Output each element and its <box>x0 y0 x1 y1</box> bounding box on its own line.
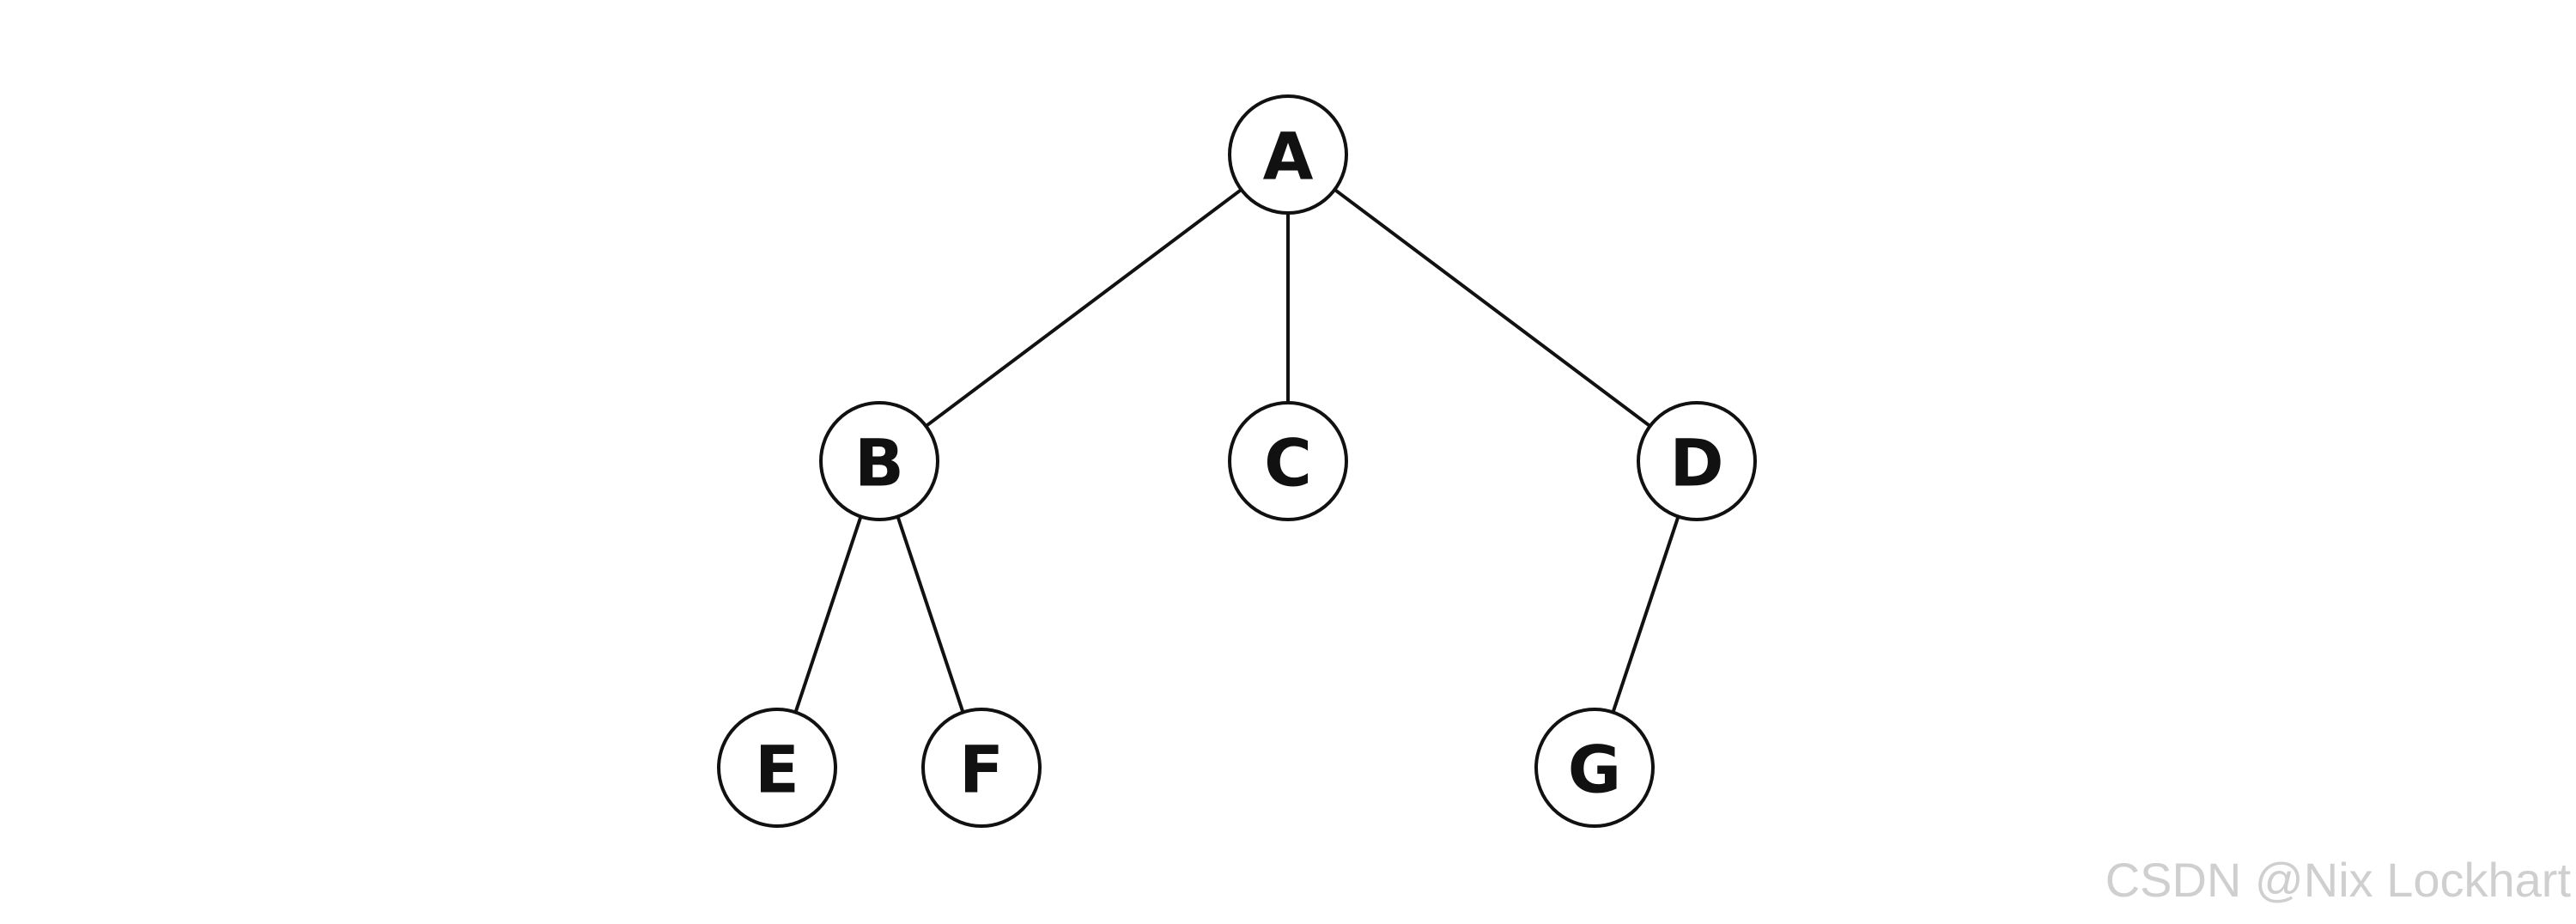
node-d: D <box>1637 401 1757 521</box>
node-circle <box>819 401 939 521</box>
node-label: F <box>959 732 1004 808</box>
node-circle <box>1534 708 1655 828</box>
node-layer: A B C D E F G <box>717 94 1757 828</box>
node-e: E <box>717 708 837 828</box>
node-circle <box>1228 94 1348 215</box>
node-f: F <box>921 708 1042 828</box>
edge-a-d <box>1334 188 1651 428</box>
node-c: C <box>1228 401 1348 521</box>
node-a: A <box>1228 94 1348 215</box>
edge-b-f <box>896 515 965 714</box>
edge-layer <box>793 188 1680 714</box>
edge-d-g <box>1611 515 1680 714</box>
node-circle <box>921 708 1042 828</box>
watermark: CSDN @Nix Lockhart <box>2105 853 2571 907</box>
node-label: A <box>1263 119 1314 195</box>
node-circle <box>1228 401 1348 521</box>
node-b: B <box>819 401 939 521</box>
node-g: G <box>1534 708 1655 828</box>
node-circle <box>1637 401 1757 521</box>
edge-b-e <box>793 515 863 714</box>
node-label: D <box>1669 425 1723 502</box>
edge-a-b <box>925 188 1242 428</box>
node-label: E <box>755 732 799 808</box>
node-label: C <box>1264 425 1312 502</box>
node-label: G <box>1568 732 1621 808</box>
node-circle <box>717 708 837 828</box>
node-label: B <box>854 425 904 502</box>
